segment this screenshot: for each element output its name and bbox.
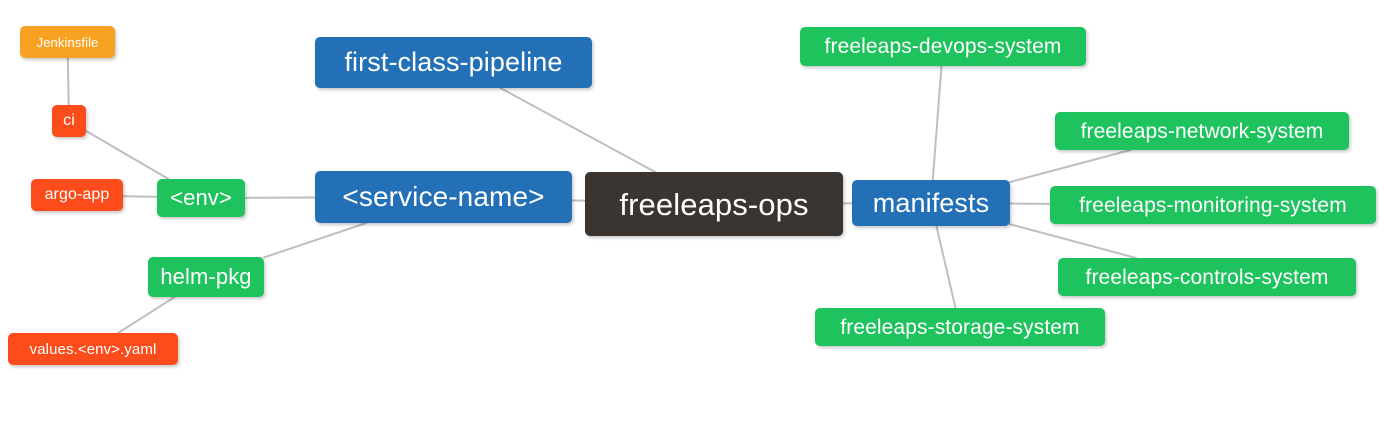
node-label: ci <box>63 112 75 129</box>
edge-service-to-helm <box>263 222 368 259</box>
mindmap-node-controls[interactable]: freeleaps-controls-system <box>1058 258 1356 296</box>
node-label: first-class-pipeline <box>344 47 563 77</box>
node-label: <service-name> <box>342 181 545 212</box>
node-label: freeleaps-ops <box>619 186 809 222</box>
mindmap-node-env[interactable]: <env> <box>157 179 245 217</box>
edge-env-to-ci <box>85 129 170 180</box>
edge-manifests-to-storage <box>935 225 957 309</box>
mindmap-node-storage[interactable]: freeleaps-storage-system <box>815 308 1105 346</box>
mindmap-node-jenkins[interactable]: Jenkinsfile <box>20 26 115 58</box>
edge-ci-to-jenkins <box>66 57 70 106</box>
node-label: values.<env>.yaml <box>29 340 157 358</box>
node-label: freeleaps-monitoring-system <box>1079 193 1347 217</box>
mindmap-node-values[interactable]: values.<env>.yaml <box>8 333 178 365</box>
mindmap-node-ci[interactable]: ci <box>52 105 86 137</box>
node-label: helm-pkg <box>160 264 252 289</box>
mindmap-node-manifests[interactable]: manifests <box>852 180 1010 226</box>
node-label: Jenkinsfile <box>36 34 99 50</box>
node-label: freeleaps-controls-system <box>1085 265 1329 289</box>
edge-manifests-to-devops <box>931 65 943 181</box>
edge-manifests-to-controls <box>1009 223 1138 259</box>
edge-manifests-to-network <box>1009 149 1132 184</box>
mindmap-node-helm[interactable]: helm-pkg <box>148 257 264 297</box>
edge-root-to-pipeline <box>499 87 657 173</box>
mindmap-node-monitoring[interactable]: freeleaps-monitoring-system <box>1050 186 1376 224</box>
node-label: <env> <box>170 185 232 210</box>
mindmap-node-service[interactable]: <service-name> <box>315 171 572 223</box>
edge-env-to-argoapp <box>122 195 158 198</box>
mindmap-node-root[interactable]: freeleaps-ops <box>585 172 843 236</box>
node-label: argo-app <box>44 186 110 203</box>
edge-helm-to-values <box>117 296 176 334</box>
mindmap-node-pipeline[interactable]: first-class-pipeline <box>315 37 592 88</box>
mindmap-node-argoapp[interactable]: argo-app <box>31 179 123 211</box>
node-label: freeleaps-devops-system <box>824 35 1062 58</box>
node-label: manifests <box>872 187 990 218</box>
node-label: freeleaps-storage-system <box>840 315 1080 339</box>
mindmap-node-network[interactable]: freeleaps-network-system <box>1055 112 1349 150</box>
node-label: freeleaps-network-system <box>1080 119 1324 143</box>
mindmap-node-devops[interactable]: freeleaps-devops-system <box>800 27 1086 66</box>
